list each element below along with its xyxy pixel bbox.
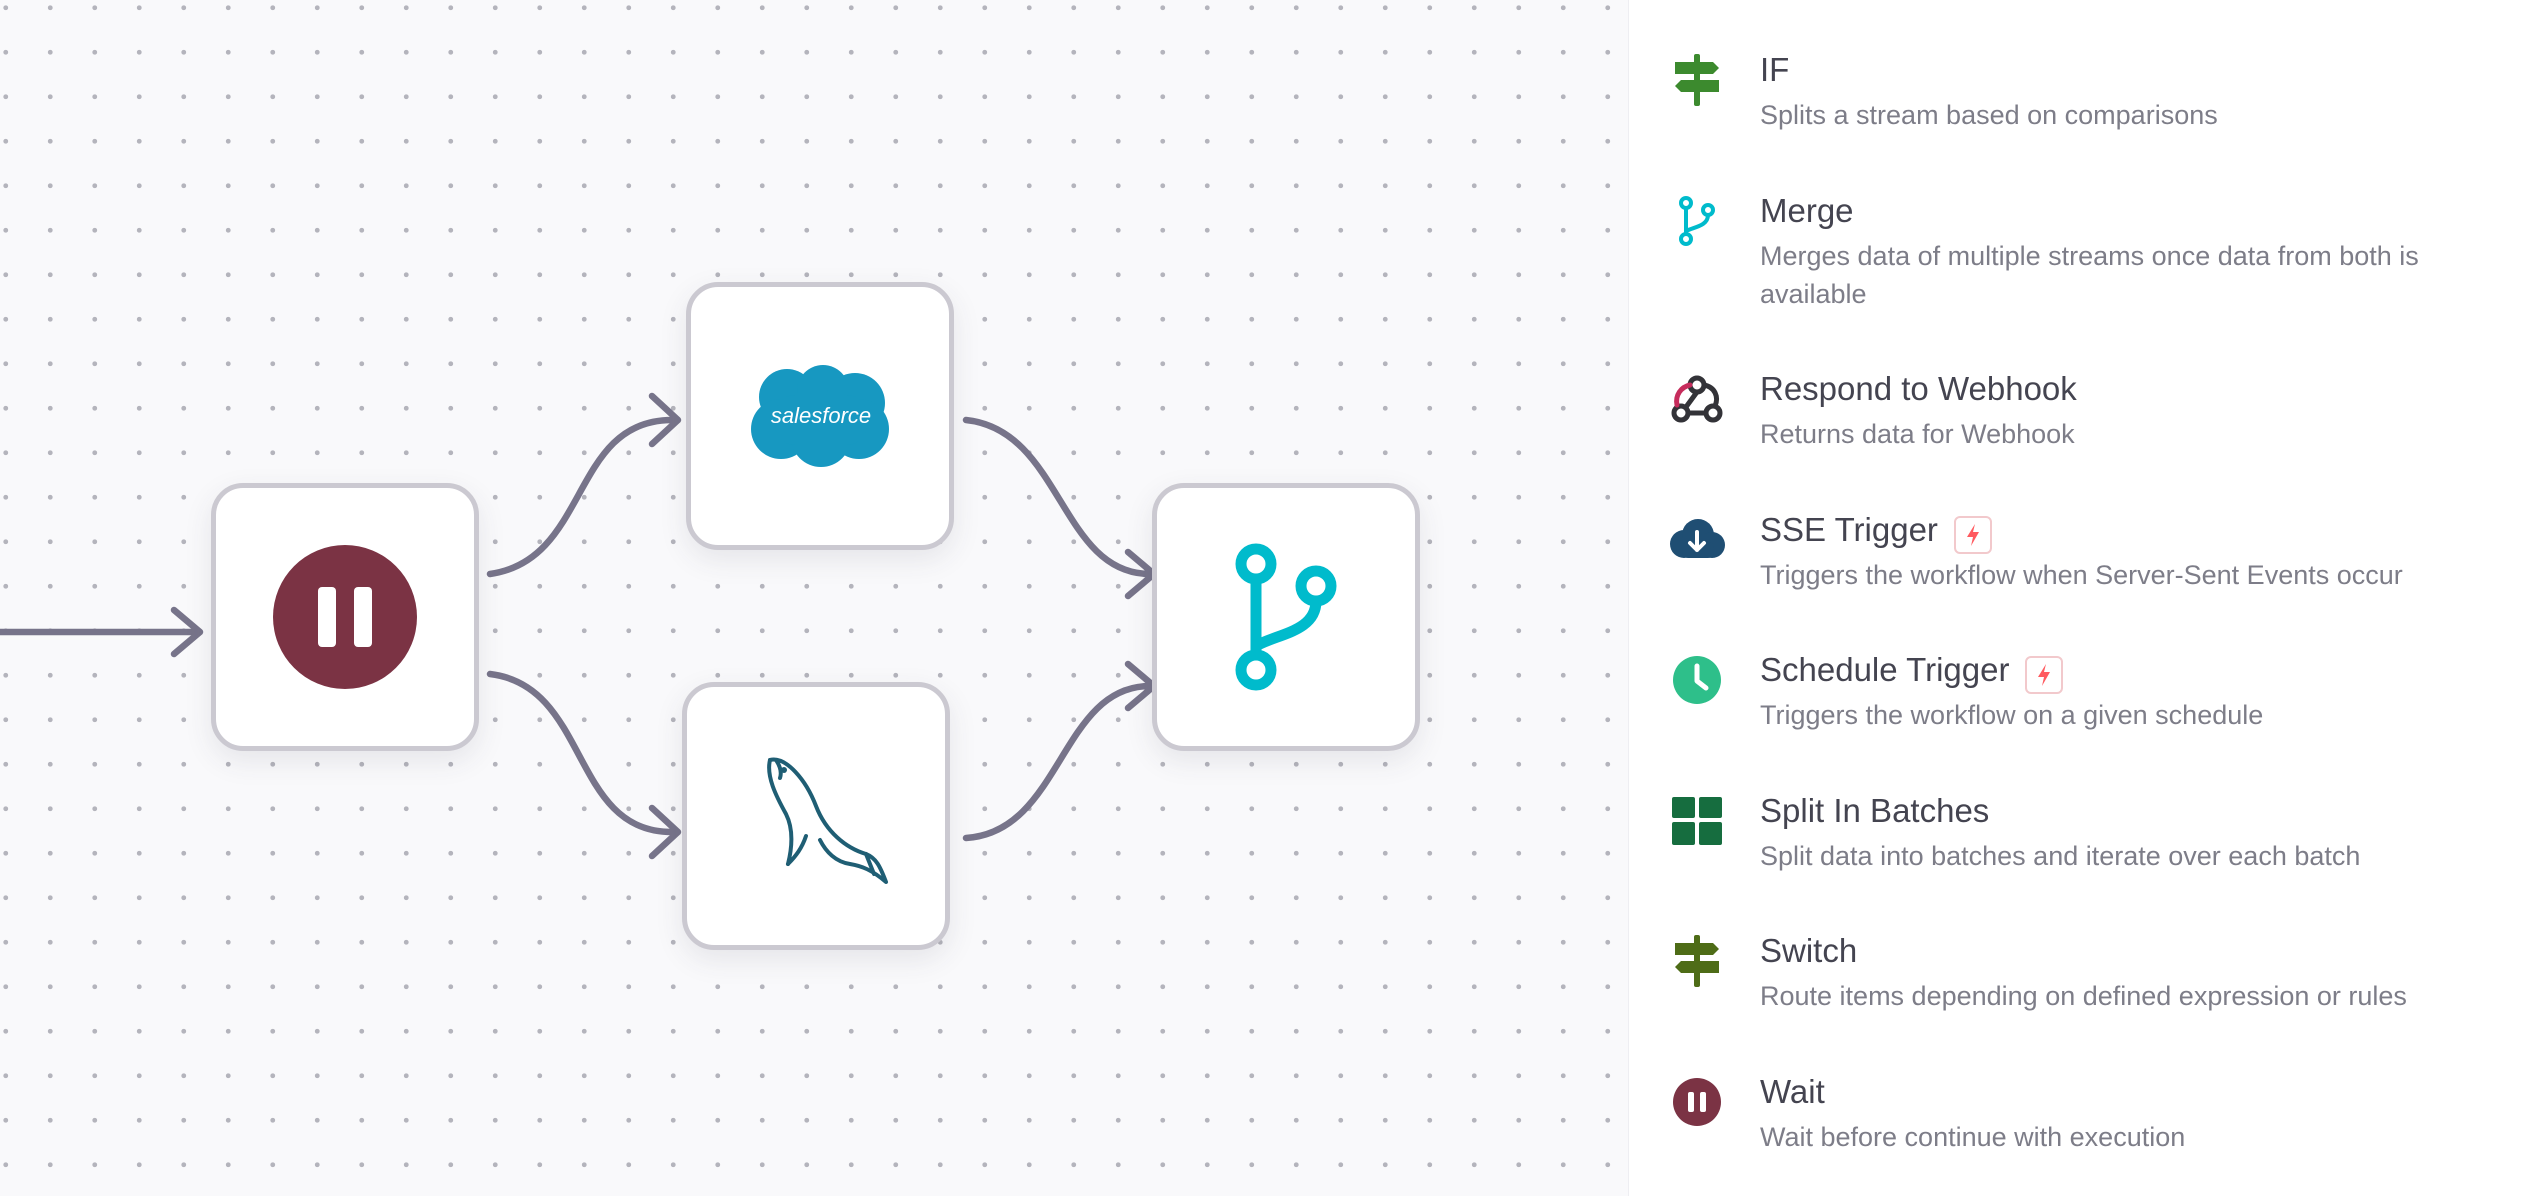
cloud-download-icon [1665,508,1729,572]
wait-node[interactable] [211,483,479,751]
nodes-panel: IF Splits a stream based on comparisons … [1628,0,2538,1196]
pause-icon [273,545,417,689]
connection-mysql-to-merge [962,682,1154,842]
node-title: Wait [1760,1073,1825,1110]
node-title: Respond to Webhook [1760,370,2077,407]
merge-icon [1235,543,1337,691]
node-description: Merges data of multiple streams once dat… [1760,241,2419,309]
node-description: Returns data for Webhook [1760,419,2075,449]
connection-salesforce-to-merge [962,416,1154,578]
merge-node[interactable] [1152,483,1420,751]
clock-icon [1665,648,1729,712]
node-item-sse-trigger[interactable]: SSE Trigger Triggers the workflow when S… [1629,508,2538,618]
node-item-merge[interactable]: Merge Merges data of multiple streams on… [1629,189,2538,329]
webhook-icon [1665,367,1729,431]
node-description: Triggers the workflow on a given schedul… [1760,700,2264,730]
node-item-respond-to-webhook[interactable]: Respond to Webhook Returns data for Webh… [1629,367,2538,477]
node-title: SSE Trigger [1760,511,1938,548]
node-title: IF [1760,51,1790,88]
mysql-node[interactable] [682,682,950,950]
salesforce-icon: salesforce [751,365,889,467]
node-description: Triggers the workflow when Server-Sent E… [1760,560,2403,590]
lightning-icon [2038,664,2051,686]
node-item-if[interactable]: IF Splits a stream based on comparisons [1629,48,2538,158]
input-arrowhead [170,606,204,658]
trigger-badge [2025,656,2064,694]
node-title: Split In Batches [1760,792,1990,829]
signpost-icon [1665,48,1729,112]
node-item-schedule-trigger[interactable]: Schedule Trigger Triggers the workflow o… [1629,648,2538,758]
salesforce-logo-text: salesforce [771,403,871,428]
workflow-canvas[interactable]: salesforce [0,0,1628,1196]
pause-icon [1665,1070,1729,1134]
mysql-dolphin-icon [767,757,888,884]
node-description: Split data into batches and iterate over… [1760,841,2361,871]
node-item-switch[interactable]: Switch Route items depending on defined … [1629,929,2538,1039]
node-title: Switch [1760,932,1858,969]
arrowhead-mysql [648,804,682,860]
salesforce-node[interactable]: salesforce [686,282,954,550]
node-item-split-in-batches[interactable]: Split In Batches Split data into batches… [1629,789,2538,899]
node-item-wait[interactable]: Wait Wait before continue with execution [1629,1070,2538,1180]
connections [0,392,1158,860]
node-title: Schedule Trigger [1760,651,2010,688]
connection-wait-to-salesforce [486,416,676,578]
node-description: Wait before continue with execution [1760,1122,2186,1152]
node-description: Splits a stream based on comparisons [1760,100,2218,130]
merge-icon [1665,189,1729,253]
node-description: Route items depending on defined express… [1760,981,2407,1011]
signpost-icon [1665,929,1729,993]
connection-wait-to-mysql [486,670,676,836]
lightning-icon [1966,524,1979,546]
trigger-badge [1953,516,1992,554]
arrowhead-salesforce [648,392,682,448]
grid-icon [1665,789,1729,853]
node-title: Merge [1760,192,1854,229]
